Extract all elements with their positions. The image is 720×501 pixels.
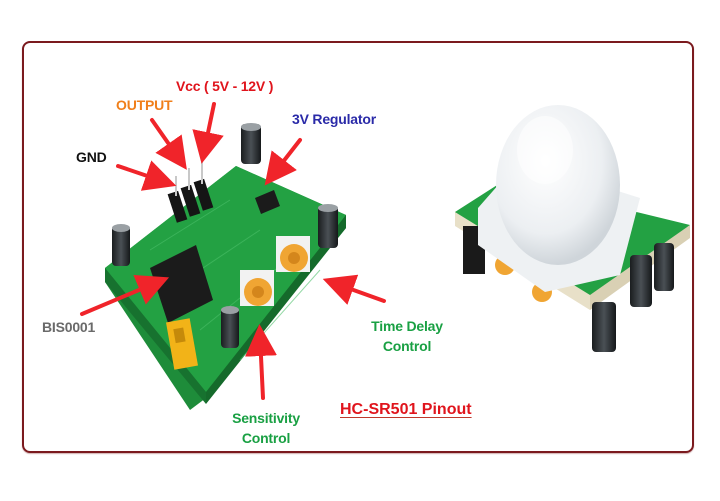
label-gnd-text: GND bbox=[76, 149, 107, 165]
diagram-title: HC-SR501 Pinout bbox=[340, 401, 472, 418]
pir-module-top-view bbox=[455, 105, 690, 352]
label-output: OUTPUT bbox=[116, 97, 173, 113]
label-vcc: Vcc ( 5V - 12V ) bbox=[176, 78, 273, 94]
arrow-gnd bbox=[116, 160, 177, 191]
callout-arrows bbox=[80, 102, 386, 400]
label-sensitivity-line2: Control bbox=[241, 430, 291, 446]
arrow-bis0001 bbox=[80, 275, 170, 316]
label-3v-regulator-text: 3V Regulator bbox=[292, 111, 376, 127]
arrow-regulator bbox=[264, 138, 302, 186]
label-sensitivity-control: Sensitivity Control bbox=[224, 410, 308, 446]
diagram-frame bbox=[22, 41, 694, 453]
pcb-board-bottom-view bbox=[105, 123, 346, 410]
arrow-output bbox=[150, 118, 187, 170]
arrow-sensitivity bbox=[244, 324, 277, 400]
label-time-delay-line1: Time Delay bbox=[371, 318, 443, 334]
label-time-delay-control: Time Delay Control bbox=[362, 318, 452, 354]
label-bis0001-text: BIS0001 bbox=[42, 319, 96, 335]
arrow-vcc bbox=[192, 102, 224, 164]
label-3v-regulator: 3V Regulator bbox=[292, 111, 376, 127]
label-gnd: GND bbox=[76, 149, 107, 165]
label-output-text: OUTPUT bbox=[116, 97, 173, 113]
arrow-time-delay bbox=[322, 274, 386, 305]
label-vcc-text: Vcc ( 5V - 12V ) bbox=[176, 78, 274, 94]
label-sensitivity-line1: Sensitivity bbox=[232, 410, 300, 426]
label-bis0001: BIS0001 bbox=[42, 319, 95, 335]
label-time-delay-line2: Control bbox=[382, 338, 432, 354]
